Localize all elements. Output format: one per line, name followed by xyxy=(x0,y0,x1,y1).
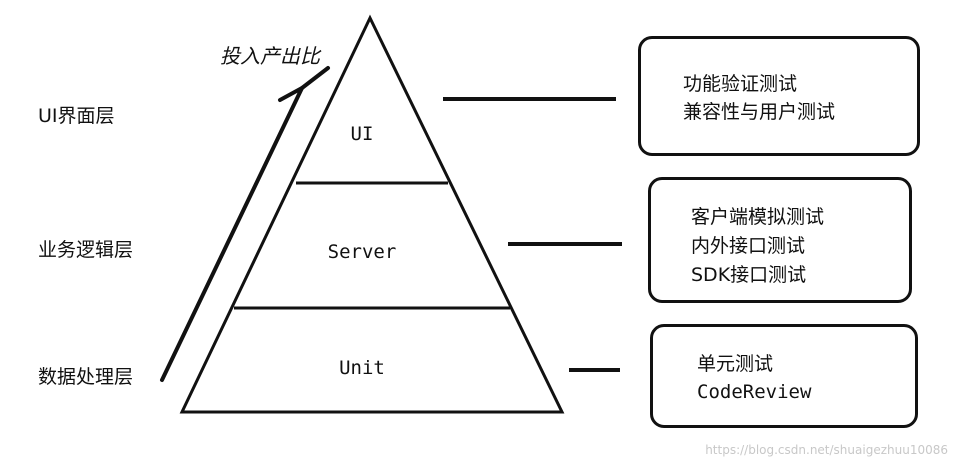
box-line: 兼容性与用户测试 xyxy=(683,101,836,123)
roi-arrow-head xyxy=(300,66,330,90)
test-box-ui: 功能验证测试 兼容性与用户测试 xyxy=(638,36,920,156)
layer-label-business: 业务逻辑层 xyxy=(38,239,134,261)
box-line: 内外接口测试 xyxy=(691,235,806,257)
box-line: 客户端模拟测试 xyxy=(691,206,825,228)
watermark: https://blog.csdn.net/shuaigezhuu10086 xyxy=(705,443,948,457)
layer-label-ui: UI界面层 xyxy=(38,105,115,127)
test-box-server: 客户端模拟测试 内外接口测试 SDK接口测试 xyxy=(648,177,912,303)
layer-label-data: 数据处理层 xyxy=(38,366,134,388)
box-line: SDK接口测试 xyxy=(691,264,807,286)
box-line: 单元测试 xyxy=(697,353,774,375)
tier-server: Server xyxy=(327,241,397,263)
roi-label: 投入产出比 xyxy=(220,44,320,68)
pyramid-outline xyxy=(179,14,565,414)
tier-ui: UI xyxy=(350,123,374,145)
test-box-unit: 单元测试 CodeReview xyxy=(650,324,918,428)
box-line: CodeReview xyxy=(697,381,812,403)
box-line: 功能验证测试 xyxy=(683,73,798,95)
tier-unit: Unit xyxy=(339,357,385,379)
